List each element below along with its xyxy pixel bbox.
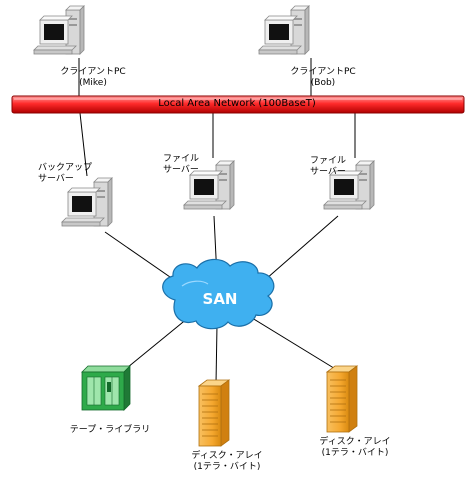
san-label: SAN	[202, 290, 238, 308]
client-mike-label: クライアントPC (Mike)	[48, 67, 138, 89]
link-file2-san	[257, 215, 339, 287]
client-mike-label-line2: (Mike)	[79, 78, 107, 88]
disk-array-2-label-line1: ディスク・アレイ	[319, 437, 391, 447]
client-bob-label: クライアントPC (Bob)	[278, 67, 368, 89]
tape-library-label-line1: テープ・ライブラリ	[69, 425, 151, 435]
disk-array-2-label: ディスク・アレイ (1テラ・バイト)	[300, 437, 410, 459]
disk-array-1-label: ディスク・アレイ (1テラ・バイト)	[172, 451, 282, 473]
link-tape-san	[121, 317, 189, 373]
lan-bus	[11, 95, 465, 114]
backup-server	[61, 177, 113, 227]
file-server-2-label-line2: サーバー	[310, 167, 346, 177]
client-bob-label-line2: (Bob)	[310, 78, 336, 88]
client-mike-label-line1: クライアントPC	[60, 67, 126, 77]
client-bob-label-line1: クライアントPC	[290, 67, 356, 77]
file-server-1-label-line1: ファイル	[163, 154, 200, 164]
disk-array-1	[198, 379, 230, 447]
connection-lines	[78, 58, 356, 385]
link-backup-lan	[79, 112, 88, 177]
disk-array-1-label-line1: ディスク・アレイ	[191, 451, 263, 461]
file-server-1-label-line2: サーバー	[163, 165, 199, 175]
lan-label: Local Area Network (100BaseT)	[158, 98, 316, 109]
link-disk2-san	[251, 317, 338, 371]
san-cloud	[162, 258, 275, 330]
file-server-1-label: ファイル サーバー	[163, 154, 199, 176]
client-pc-bob	[258, 5, 310, 55]
file-server-2-label: ファイル サーバー	[310, 156, 346, 178]
tape-library-label: テープ・ライブラリ	[60, 425, 160, 436]
disk-array-1-label-line2: (1テラ・バイト)	[193, 462, 261, 472]
backup-server-label: バックアップ サーバー	[38, 163, 92, 185]
client-pc-mike	[33, 5, 85, 55]
file-server-2-label-line1: ファイル	[310, 156, 347, 166]
tape-library	[81, 365, 131, 411]
disk-array-2	[326, 365, 358, 433]
backup-server-label-line1: バックアップ	[38, 163, 93, 173]
disk-array-2-label-line2: (1テラ・バイト)	[321, 448, 389, 458]
backup-server-label-line2: サーバー	[38, 174, 74, 184]
link-disk1-san	[215, 324, 218, 385]
